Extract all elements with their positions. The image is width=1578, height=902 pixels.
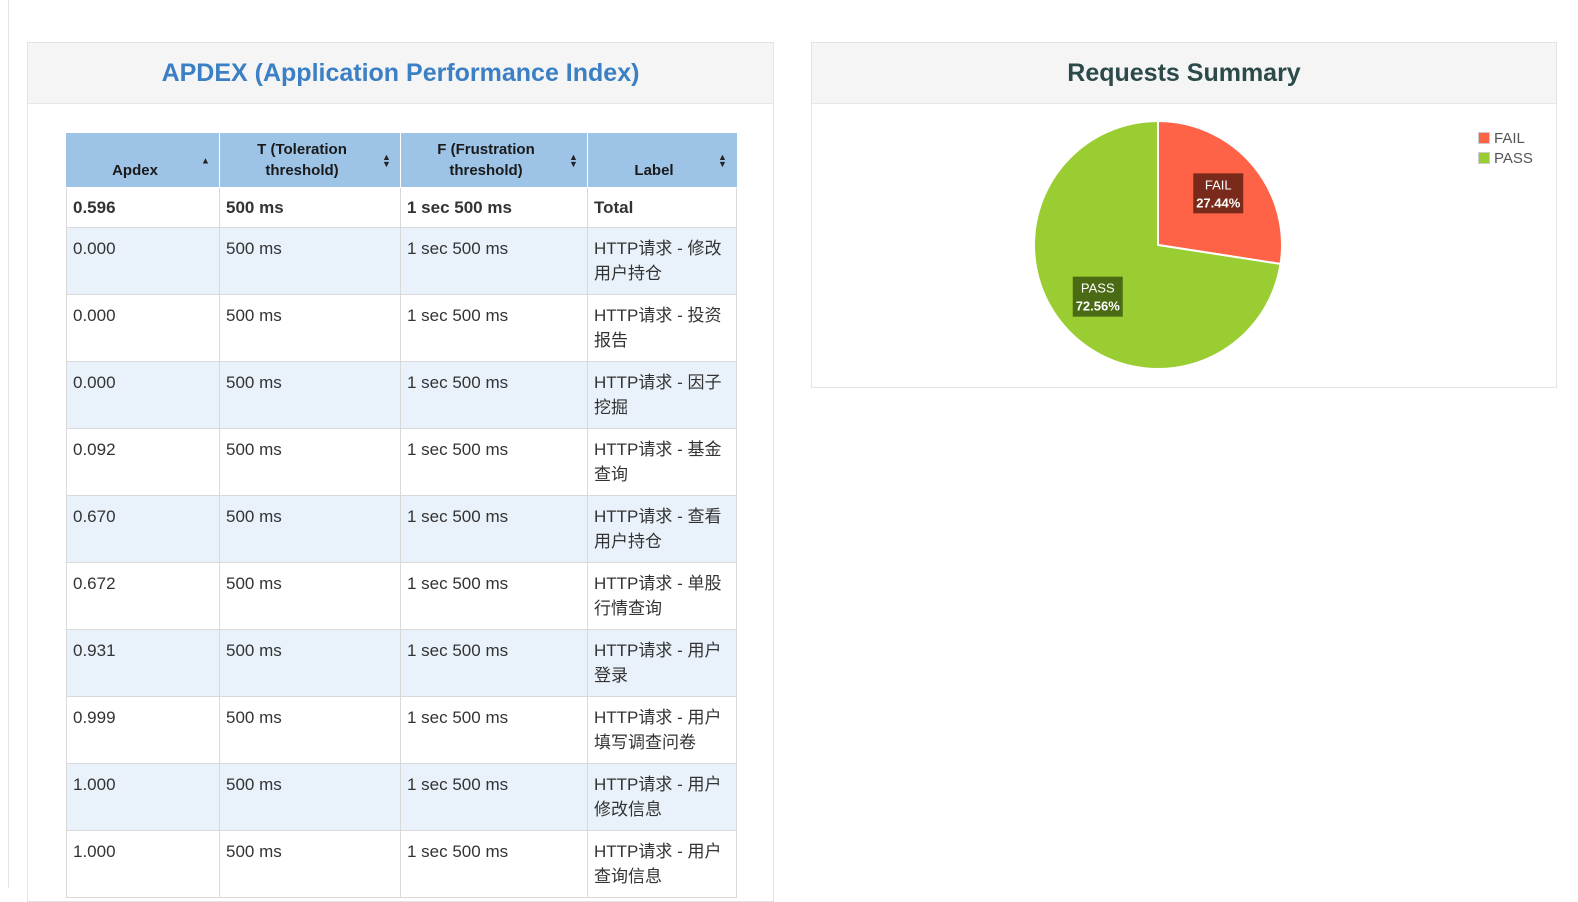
cell-apdex: 0.999 <box>66 696 220 764</box>
cell-apdex: 0.931 <box>66 629 220 697</box>
apdex-panel: APDEX (Application Performance Index) Ap… <box>27 42 774 902</box>
table-row: 0.092 500 ms 1 sec 500 ms HTTP请求 - 基金查询 <box>66 428 737 496</box>
cell-frustration: 1 sec 500 ms <box>400 361 588 429</box>
column-header-label-col[interactable]: Label ▲▼ <box>587 133 737 188</box>
cell-frustration: 1 sec 500 ms <box>400 187 588 228</box>
cell-label: HTTP请求 - 查看用户持仓 <box>587 495 737 563</box>
sort-both-icon: ▲▼ <box>382 151 391 169</box>
legend-swatch-fail <box>1478 132 1490 144</box>
pie-label-category: PASS <box>1081 281 1115 296</box>
pie-label-box <box>1193 173 1244 214</box>
cell-toleration: 500 ms <box>219 187 401 228</box>
cell-apdex: 1.000 <box>66 763 220 831</box>
cell-apdex: 0.670 <box>66 495 220 563</box>
table-row: 0.672 500 ms 1 sec 500 ms HTTP请求 - 单股行情查… <box>66 562 737 630</box>
cell-frustration: 1 sec 500 ms <box>400 495 588 563</box>
cell-frustration: 1 sec 500 ms <box>400 830 588 898</box>
cell-label: HTTP请求 - 修改用户持仓 <box>587 227 737 295</box>
table-row: 1.000 500 ms 1 sec 500 ms HTTP请求 - 用户查询信… <box>66 830 737 898</box>
legend-label: FAIL <box>1494 129 1525 147</box>
column-header-toleration[interactable]: T (Toleration threshold) ▲▼ <box>219 133 401 188</box>
cell-label: HTTP请求 - 因子挖掘 <box>587 361 737 429</box>
column-header-label: F (Frustration threshold) <box>437 141 535 179</box>
requests-summary-pie-chart: FAIL 27.44% PASS 72.56% <box>1033 119 1283 370</box>
table-row: 0.000 500 ms 1 sec 500 ms HTTP请求 - 因子挖掘 <box>66 361 737 429</box>
column-header-label: Apdex <box>112 162 158 179</box>
sort-ascending-icon: ▲ <box>201 155 210 165</box>
legend-label: PASS <box>1494 149 1533 167</box>
legend-item-fail[interactable]: FAIL <box>1478 128 1533 148</box>
cell-frustration: 1 sec 500 ms <box>400 629 588 697</box>
cell-toleration: 500 ms <box>219 361 401 429</box>
cell-toleration: 500 ms <box>219 428 401 496</box>
cell-label: HTTP请求 - 用户登录 <box>587 629 737 697</box>
cell-toleration: 500 ms <box>219 294 401 362</box>
cell-label: HTTP请求 - 用户修改信息 <box>587 763 737 831</box>
cell-frustration: 1 sec 500 ms <box>400 562 588 630</box>
pie-label-value: 72.56% <box>1076 299 1121 314</box>
cell-toleration: 500 ms <box>219 629 401 697</box>
column-header-frustration[interactable]: F (Frustration threshold) ▲▼ <box>400 133 588 188</box>
cell-apdex: 0.000 <box>66 361 220 429</box>
pie-label-box <box>1072 276 1123 317</box>
cell-label: HTTP请求 - 基金查询 <box>587 428 737 496</box>
cell-label: HTTP请求 - 用户填写调查问卷 <box>587 696 737 764</box>
apdex-table-header-row: Apdex ▲ T (Toleration threshold) ▲▼ F (F… <box>66 133 737 188</box>
cell-toleration: 500 ms <box>219 227 401 295</box>
cell-label: HTTP请求 - 用户查询信息 <box>587 830 737 898</box>
column-header-apdex[interactable]: Apdex ▲ <box>66 133 220 188</box>
table-row-total: 0.596 500 ms 1 sec 500 ms Total <box>66 187 737 228</box>
apdex-panel-title: APDEX (Application Performance Index) <box>28 43 773 104</box>
sort-both-icon: ▲▼ <box>569 151 578 169</box>
table-row: 1.000 500 ms 1 sec 500 ms HTTP请求 - 用户修改信… <box>66 763 737 831</box>
cell-label: HTTP请求 - 单股行情查询 <box>587 562 737 630</box>
pie-label-pass: PASS 72.56% <box>1072 276 1123 317</box>
table-row: 0.931 500 ms 1 sec 500 ms HTTP请求 - 用户登录 <box>66 629 737 697</box>
requests-summary-title: Requests Summary <box>812 43 1556 104</box>
cell-apdex: 1.000 <box>66 830 220 898</box>
cell-label: HTTP请求 - 投资报告 <box>587 294 737 362</box>
table-row: 0.999 500 ms 1 sec 500 ms HTTP请求 - 用户填写调… <box>66 696 737 764</box>
cell-toleration: 500 ms <box>219 763 401 831</box>
legend-item-pass[interactable]: PASS <box>1478 148 1533 168</box>
cell-frustration: 1 sec 500 ms <box>400 763 588 831</box>
cell-apdex: 0.596 <box>66 187 220 228</box>
cell-frustration: 1 sec 500 ms <box>400 696 588 764</box>
cell-apdex: 0.672 <box>66 562 220 630</box>
cell-toleration: 500 ms <box>219 562 401 630</box>
legend-swatch-pass <box>1478 152 1490 164</box>
chart-legend: FAIL PASS <box>1478 128 1533 168</box>
pie-label-value: 27.44% <box>1196 195 1241 210</box>
pie-label-fail: FAIL 27.44% <box>1193 173 1244 214</box>
sort-both-icon: ▲▼ <box>718 151 727 169</box>
cell-apdex: 0.092 <box>66 428 220 496</box>
cell-apdex: 0.000 <box>66 227 220 295</box>
cell-toleration: 500 ms <box>219 495 401 563</box>
column-header-label: T (Toleration threshold) <box>257 141 347 179</box>
requests-summary-panel: Requests Summary FAIL 27.44% PASS 72.56% FA… <box>811 42 1557 388</box>
cell-frustration: 1 sec 500 ms <box>400 428 588 496</box>
cell-toleration: 500 ms <box>219 830 401 898</box>
cell-toleration: 500 ms <box>219 696 401 764</box>
cell-frustration: 1 sec 500 ms <box>400 227 588 295</box>
page-left-rule <box>8 0 9 888</box>
table-row: 0.000 500 ms 1 sec 500 ms HTTP请求 - 修改用户持… <box>66 227 737 295</box>
column-header-label: Label <box>634 162 674 179</box>
cell-label: Total <box>587 187 737 228</box>
table-row: 0.670 500 ms 1 sec 500 ms HTTP请求 - 查看用户持… <box>66 495 737 563</box>
cell-apdex: 0.000 <box>66 294 220 362</box>
apdex-table: Apdex ▲ T (Toleration threshold) ▲▼ F (F… <box>66 133 737 898</box>
pie-label-category: FAIL <box>1205 177 1232 192</box>
cell-frustration: 1 sec 500 ms <box>400 294 588 362</box>
table-row: 0.000 500 ms 1 sec 500 ms HTTP请求 - 投资报告 <box>66 294 737 362</box>
